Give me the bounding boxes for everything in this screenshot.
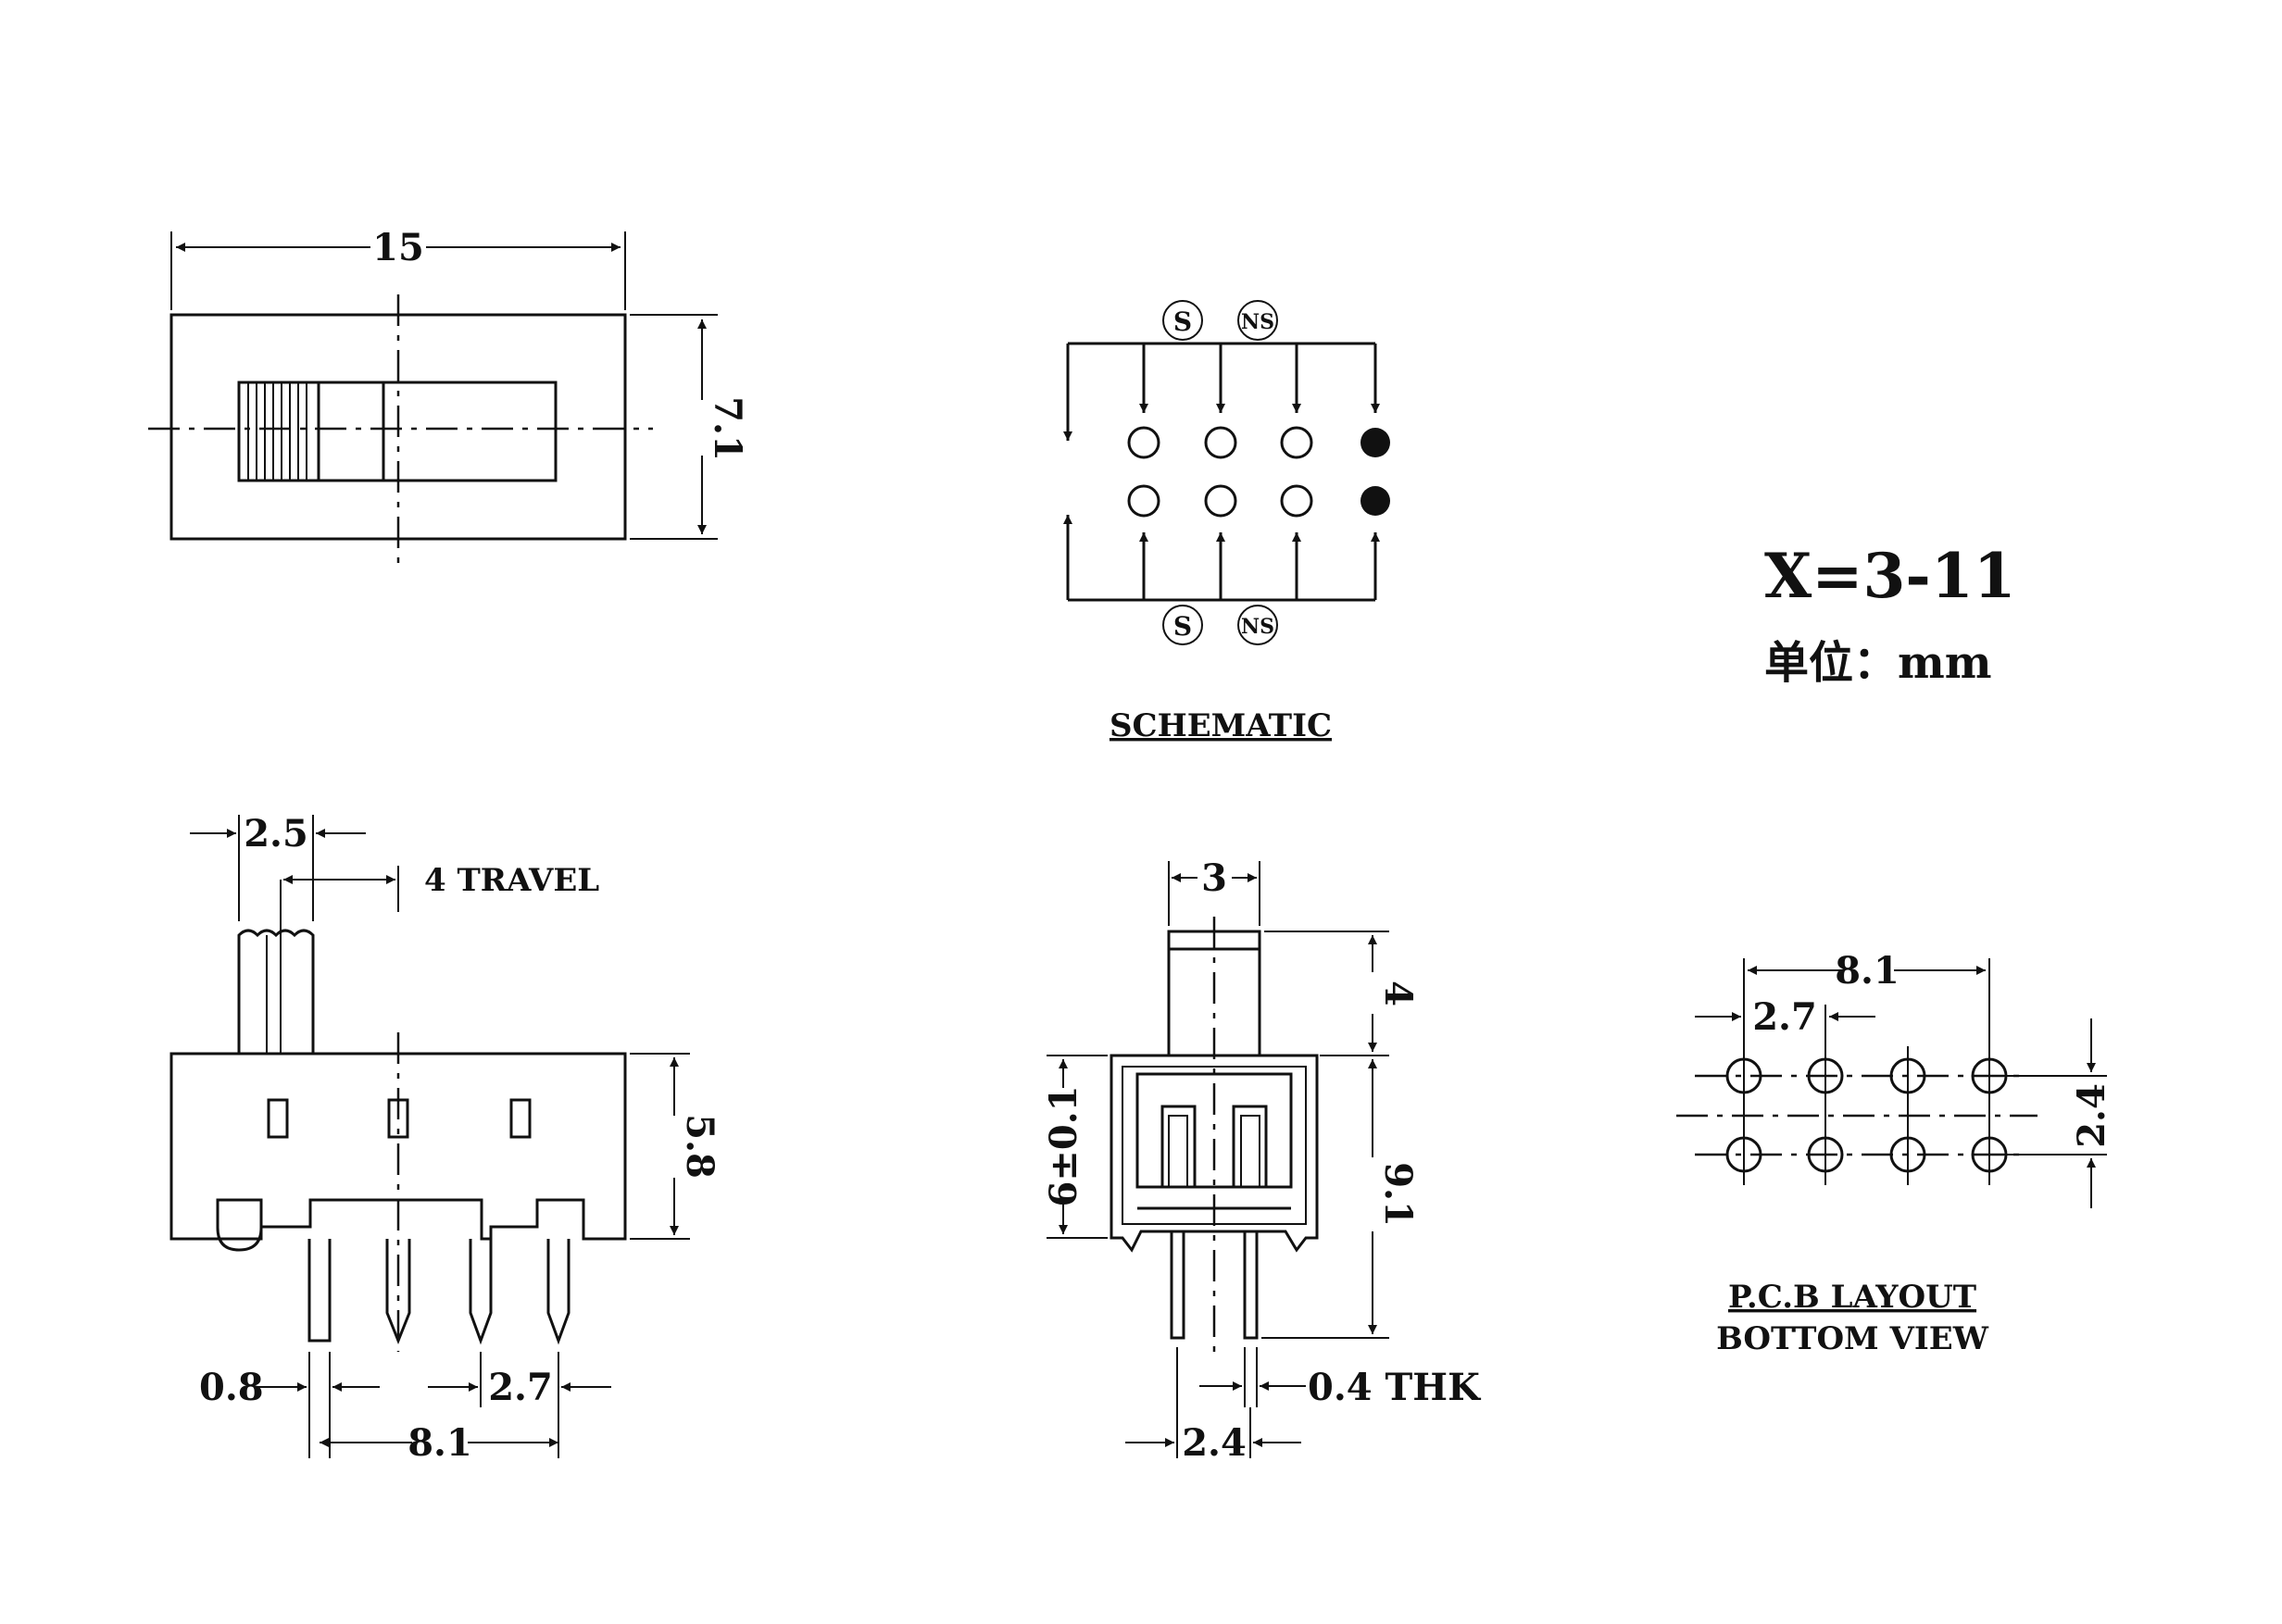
schematic-title: SCHEMATIC xyxy=(1110,707,1332,744)
dim-total-height: 9.1 xyxy=(1376,1162,1420,1227)
contact xyxy=(1204,484,1237,518)
dim-height-label: 7.1 xyxy=(706,396,749,461)
s-mark-label: S xyxy=(1173,306,1192,337)
end-body xyxy=(1110,1054,1319,1253)
side-tab xyxy=(216,1198,263,1252)
dim-width-label: 15 xyxy=(372,226,424,269)
dim-end-knob-width: 3 xyxy=(1201,856,1227,900)
contact xyxy=(1280,426,1313,459)
ns-mark-label: NS xyxy=(1241,615,1274,639)
s-mark-label: S xyxy=(1173,611,1192,642)
pcb-pitch-label: 2.7 xyxy=(1752,995,1817,1039)
contact xyxy=(1127,484,1160,518)
side-window xyxy=(267,1098,289,1139)
schematic: S NS S NS SCHEMATIC xyxy=(1063,300,1390,744)
ns-mark-label: NS xyxy=(1241,310,1274,334)
contact xyxy=(1204,426,1237,459)
dim-body-height: 5.8 xyxy=(678,1114,721,1179)
contact-active xyxy=(1360,428,1390,457)
unit-note: 单位：mm xyxy=(1764,637,1992,689)
notes: X=3-11 单位：mm xyxy=(1764,540,2016,689)
contact-active xyxy=(1360,486,1390,516)
dim-pin-span: 8.1 xyxy=(408,1421,472,1465)
side-pin xyxy=(546,1239,570,1345)
contact xyxy=(1127,426,1160,459)
ns-mark xyxy=(1237,605,1278,645)
pcb-subtitle: BOTTOM VIEW xyxy=(1716,1320,1989,1357)
travel-label: 4 TRAVEL xyxy=(424,862,599,899)
pcb-hole xyxy=(1725,1057,1762,1094)
model-number: X=3-11 xyxy=(1764,540,2016,612)
dim-knob-width: 2.5 xyxy=(244,812,308,856)
dim-pin-thickness: 0.4 THK xyxy=(1308,1366,1481,1409)
contact xyxy=(1280,484,1313,518)
end-view: 3 4 9.1 6±0.1 0.4 THK 2.4 xyxy=(1042,856,1481,1465)
side-knob xyxy=(237,929,315,1054)
dim-pin-pitch: 2.7 xyxy=(488,1366,553,1409)
pcb-span-label: 8.1 xyxy=(1835,949,1900,993)
pcb-hole xyxy=(1725,1136,1762,1173)
side-pin xyxy=(469,1239,493,1345)
end-pin xyxy=(1170,1230,1185,1340)
side-window xyxy=(509,1098,532,1139)
end-pin xyxy=(1243,1230,1259,1340)
dim-pin-width: 0.8 xyxy=(199,1366,264,1409)
side-view: 2.5 4 TRAVEL 5.8 0.8 2.7 8.1 xyxy=(169,812,721,1465)
pcb-layout: 8.1 2.7 2.4 P.C.B LAYOUT BOTTOM VIEW xyxy=(1676,949,2113,1357)
top-view: 15 7.1 xyxy=(148,226,749,563)
dim-end-knob-height: 4 xyxy=(1376,981,1420,1006)
ns-mark xyxy=(1237,300,1278,341)
dim-body-height: 6±0.1 xyxy=(1042,1086,1085,1207)
pcb-row-spacing-label: 2.4 xyxy=(2070,1083,2113,1148)
dim-pin-spacing: 2.4 xyxy=(1182,1421,1247,1465)
s-mark xyxy=(1162,300,1203,341)
s-mark xyxy=(1162,605,1203,645)
side-pin xyxy=(307,1239,332,1343)
pcb-title: P.C.B LAYOUT xyxy=(1728,1279,1976,1316)
top-view-knob xyxy=(237,381,320,482)
